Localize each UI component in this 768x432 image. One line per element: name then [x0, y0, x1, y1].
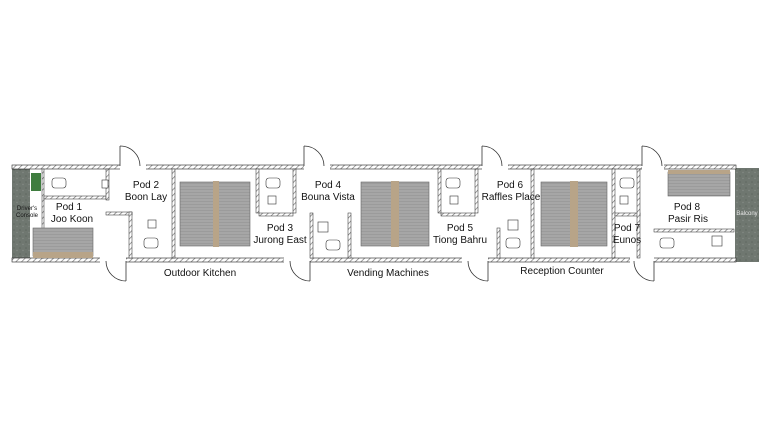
driver-console-label-2: Console: [15, 213, 38, 219]
pod-2-name: Pod 2: [132, 180, 160, 191]
partitions: [41, 168, 735, 259]
vending-machines-label: Vending Machines: [347, 268, 429, 279]
pod-5-name: Pod 5: [446, 223, 474, 234]
pod-3-name: Pod 3: [266, 223, 294, 234]
driver-console-label-1: Driver's: [16, 206, 38, 212]
outer-wall-top: [11, 164, 737, 170]
pod-8-station: Pasir Ris: [667, 214, 708, 225]
door-swings: [105, 145, 663, 282]
pod-1-name: Pod 1: [55, 202, 83, 213]
reception-counter-label: Reception Counter: [520, 266, 604, 277]
pod-4-station: Bouna Vista: [301, 192, 355, 203]
plant: [31, 173, 41, 191]
pod-7-station: Eunos: [612, 235, 642, 246]
pod-3-station: Jurong East: [253, 235, 307, 246]
pod-4-name: Pod 4: [314, 180, 342, 191]
outdoor-kitchen-label: Outdoor Kitchen: [163, 268, 237, 279]
pod-6-name: Pod 6: [496, 180, 524, 191]
pod-1-station: Joo Koon: [50, 214, 94, 225]
pod-2-station: Boon Lay: [124, 192, 168, 203]
pod-8-name: Pod 8: [673, 202, 701, 213]
outer-wall-bottom: [11, 257, 737, 263]
beds: [32, 170, 731, 258]
balcony-area: [735, 168, 759, 262]
pod-7-name: Pod 7: [613, 223, 641, 234]
driver-cab-wall: [12, 168, 30, 261]
bathroom-fixtures: [51, 177, 723, 251]
pod-5-station: Tiong Bahru: [432, 235, 488, 246]
balcony-label: Balcony: [736, 211, 758, 217]
pod-6-station: Raffles Place: [481, 192, 541, 203]
